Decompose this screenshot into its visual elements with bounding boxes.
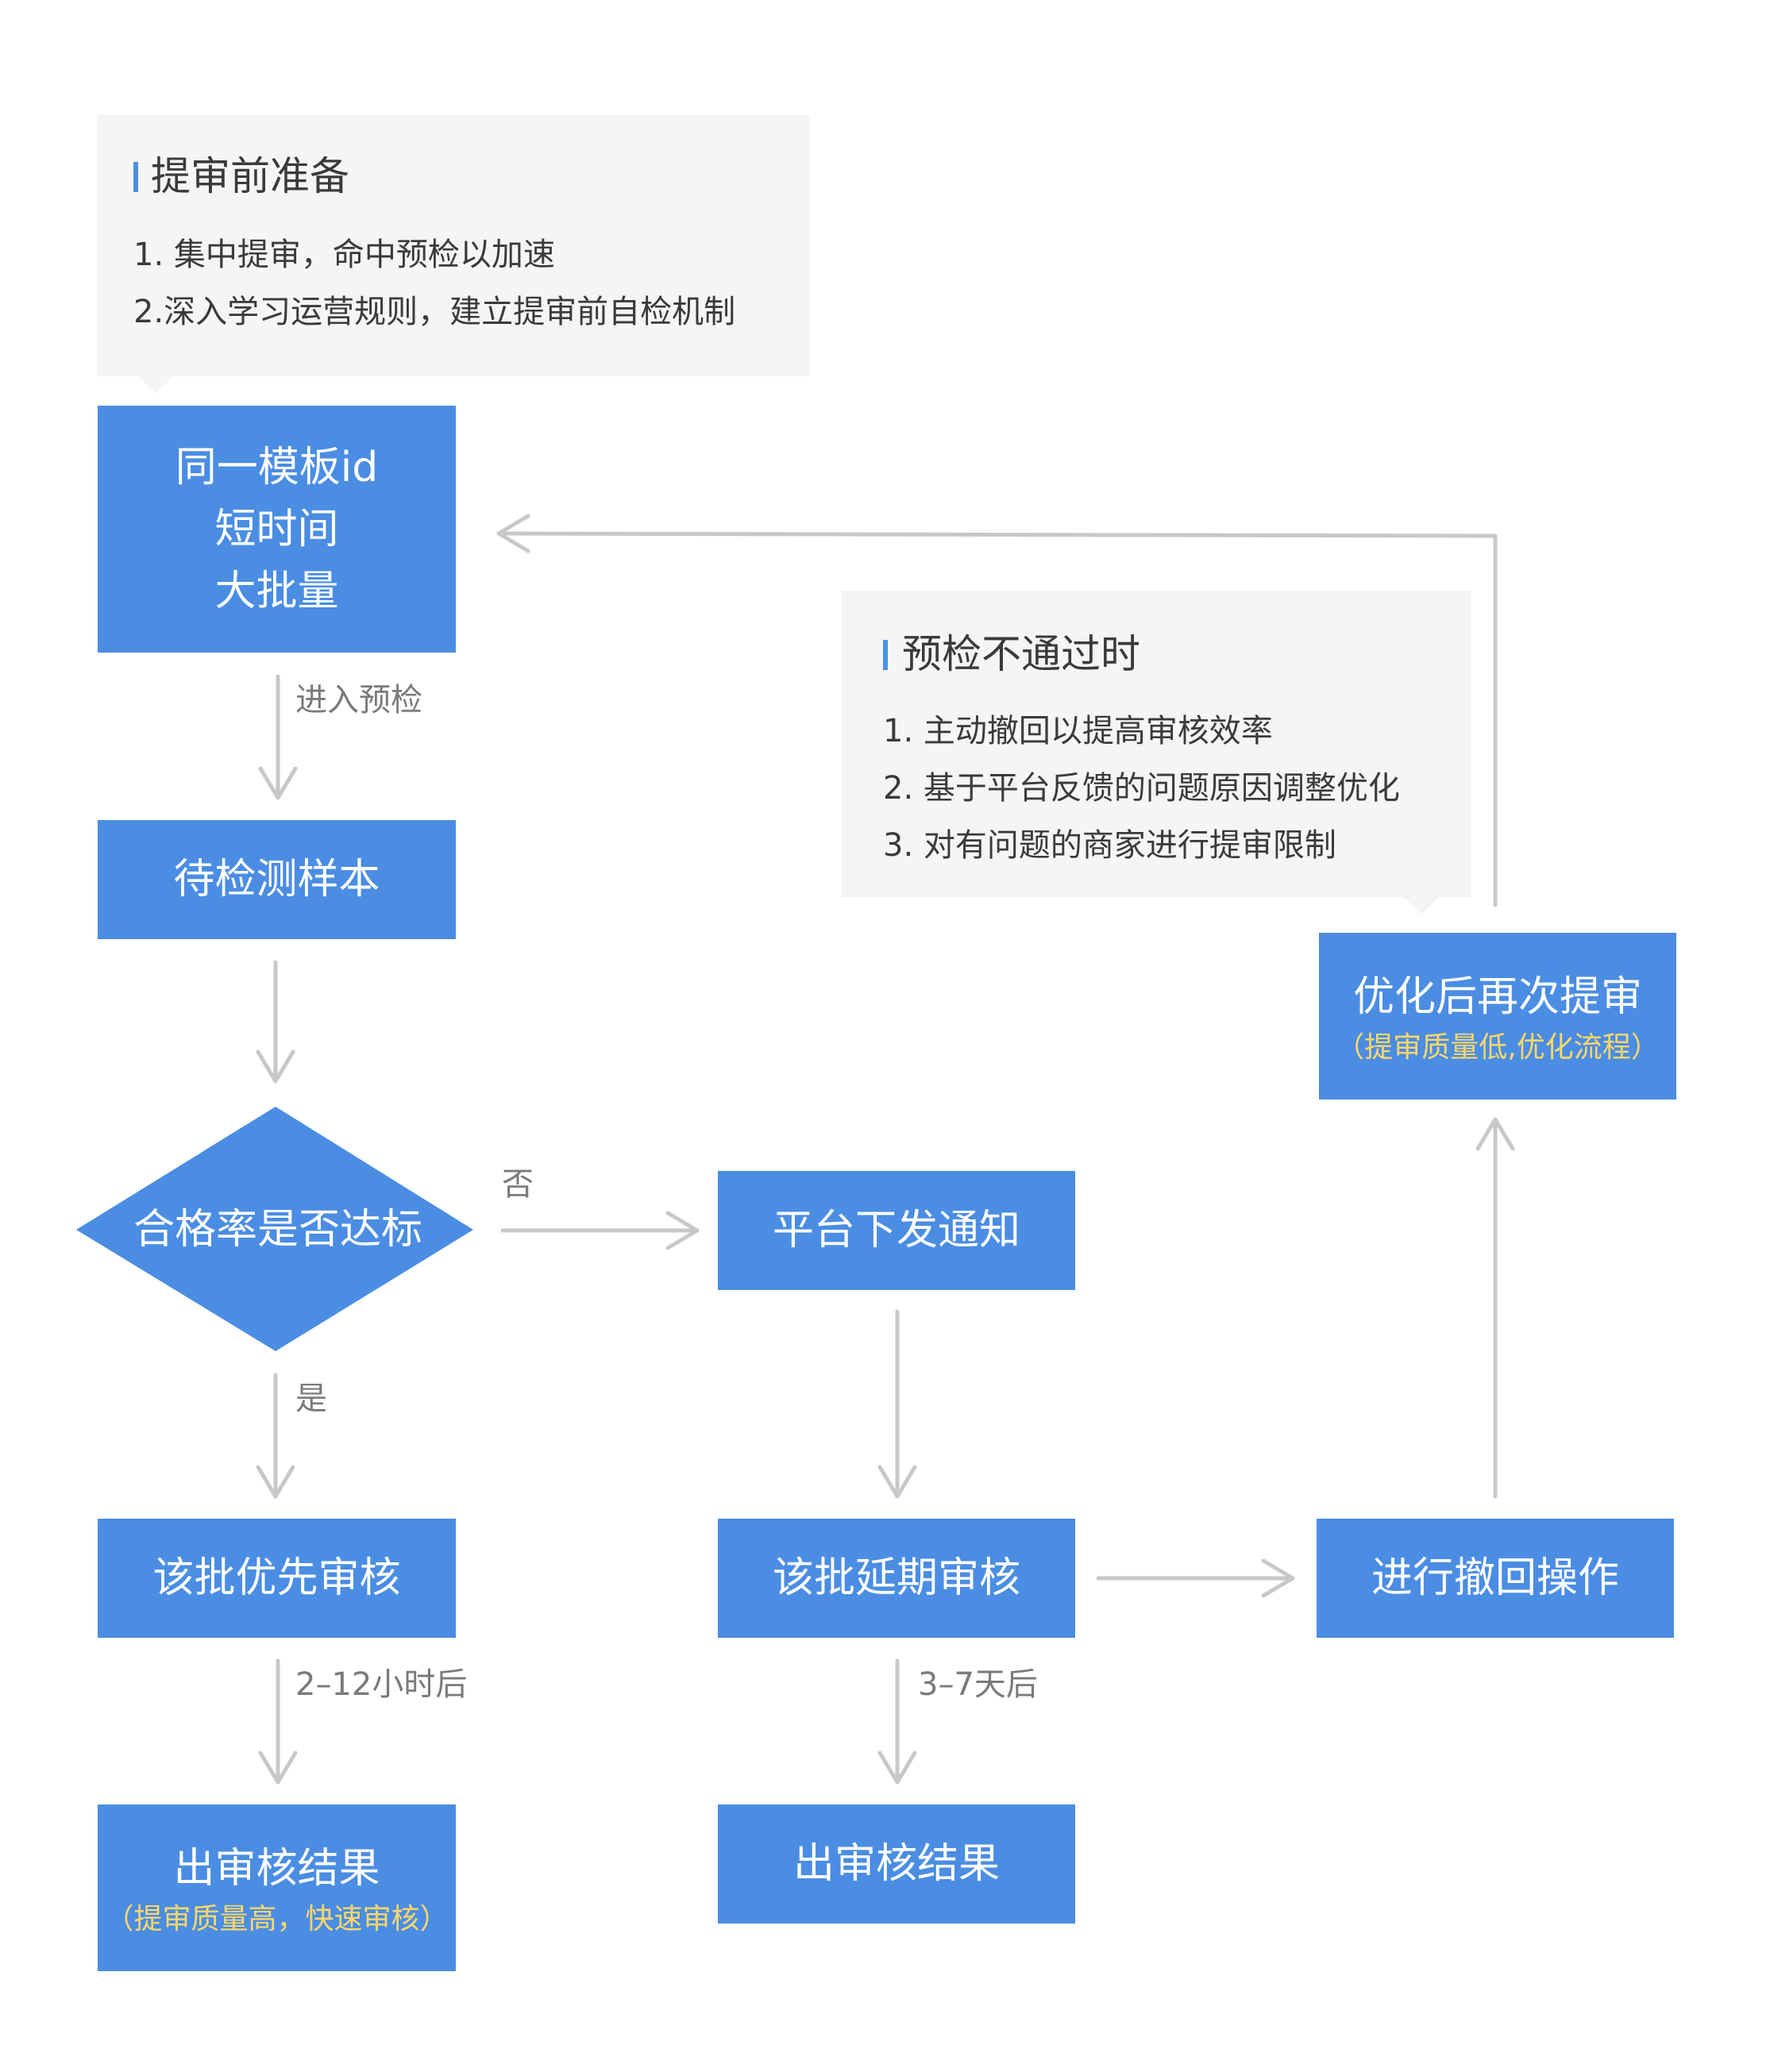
note-fail-pointer [1404,897,1439,915]
node-result-fast-label: 出审核结果 [173,1845,380,1893]
arrowhead-sample-to-decision [256,1049,295,1084]
node-start: 同一模板id 短时间 大批量 [98,406,456,653]
arrowhead-resubmit-to-start [496,514,530,553]
node-notify-label: 平台下发通知 [772,1207,1020,1254]
node-priority-label: 该批优先审核 [152,1554,401,1602]
edge-label-fast-time: 2–12小时后 [295,1666,468,1703]
note-fail-item: 1. 主动撤回以提高审核效率 [883,713,1273,749]
arrowhead-delay-to-withdraw [1261,1558,1295,1598]
note-fail: 预检不通过时 1. 主动撤回以提高审核效率 2. 基于平台反馈的问题原因调整优化… [842,591,1471,915]
node-start-line: 大批量 [214,567,339,615]
edge-label-no: 否 [502,1166,534,1203]
edge-label-slow-time: 3–7天后 [918,1666,1038,1703]
note-prep-item: 2.深入学习运营规则，建立提审前自检机制 [133,294,736,330]
arrowhead-priority-to-result [258,1750,298,1785]
node-decision-label: 合格率是否达标 [133,1206,423,1254]
arrowhead-delay-to-result [877,1750,917,1785]
note-prep: 提审前准备 1. 集中提审，命中预检以加速 2.深入学习运营规则，建立提审前自检… [97,114,810,394]
node-start-line: 短时间 [214,505,339,553]
note-fail-accent-bar [883,640,888,670]
note-fail-item: 3. 对有问题的商家进行提审限制 [883,827,1336,864]
note-fail-item: 2. 基于平台反馈的问题原因调整优化 [883,770,1400,807]
arrowhead-notify-to-delay [877,1465,917,1499]
node-resubmit-label: 优化后再次提审 [1352,973,1642,1021]
node-priority: 该批优先审核 [98,1519,456,1638]
edge-label-enter-precheck: 进入预检 [295,682,422,718]
node-result-fast-sub: （提审质量高，快速审核） [105,1903,449,1935]
node-result-slow-label: 出审核结果 [792,1840,1000,1888]
node-delay-label: 该批延期审核 [772,1554,1020,1602]
node-result-slow: 出审核结果 [718,1804,1075,1924]
arrowhead-start-to-sample [258,766,298,800]
arrowhead-decision-to-notify [665,1211,700,1250]
node-withdraw-label: 进行撤回操作 [1371,1554,1619,1602]
edge-resubmit-to-start [496,531,1498,907]
node-sample: 待检测样本 [98,820,456,939]
note-prep-accent-bar [133,162,138,192]
note-prep-title: 提审前准备 [151,153,349,199]
note-prep-item: 1. 集中提审，命中预检以加速 [133,237,555,273]
node-sample-label: 待检测样本 [173,856,380,903]
node-start-line: 同一模板id [175,443,379,491]
arrowhead-withdraw-to-resubmit [1475,1117,1515,1151]
edge-label-yes: 是 [295,1381,327,1417]
node-delay: 该批延期审核 [718,1519,1075,1638]
node-notify: 平台下发通知 [718,1171,1075,1290]
node-resubmit-sub: （提审质量低,优化流程） [1336,1031,1660,1064]
note-prep-pointer [138,376,173,394]
note-fail-title: 预检不通过时 [902,631,1140,677]
arrowhead-decision-to-priority [256,1465,295,1499]
node-withdraw: 进行撤回操作 [1317,1519,1674,1638]
node-result-fast: 出审核结果 （提审质量高，快速审核） [98,1804,456,1971]
node-resubmit: 优化后再次提审 （提审质量低,优化流程） [1319,933,1676,1100]
